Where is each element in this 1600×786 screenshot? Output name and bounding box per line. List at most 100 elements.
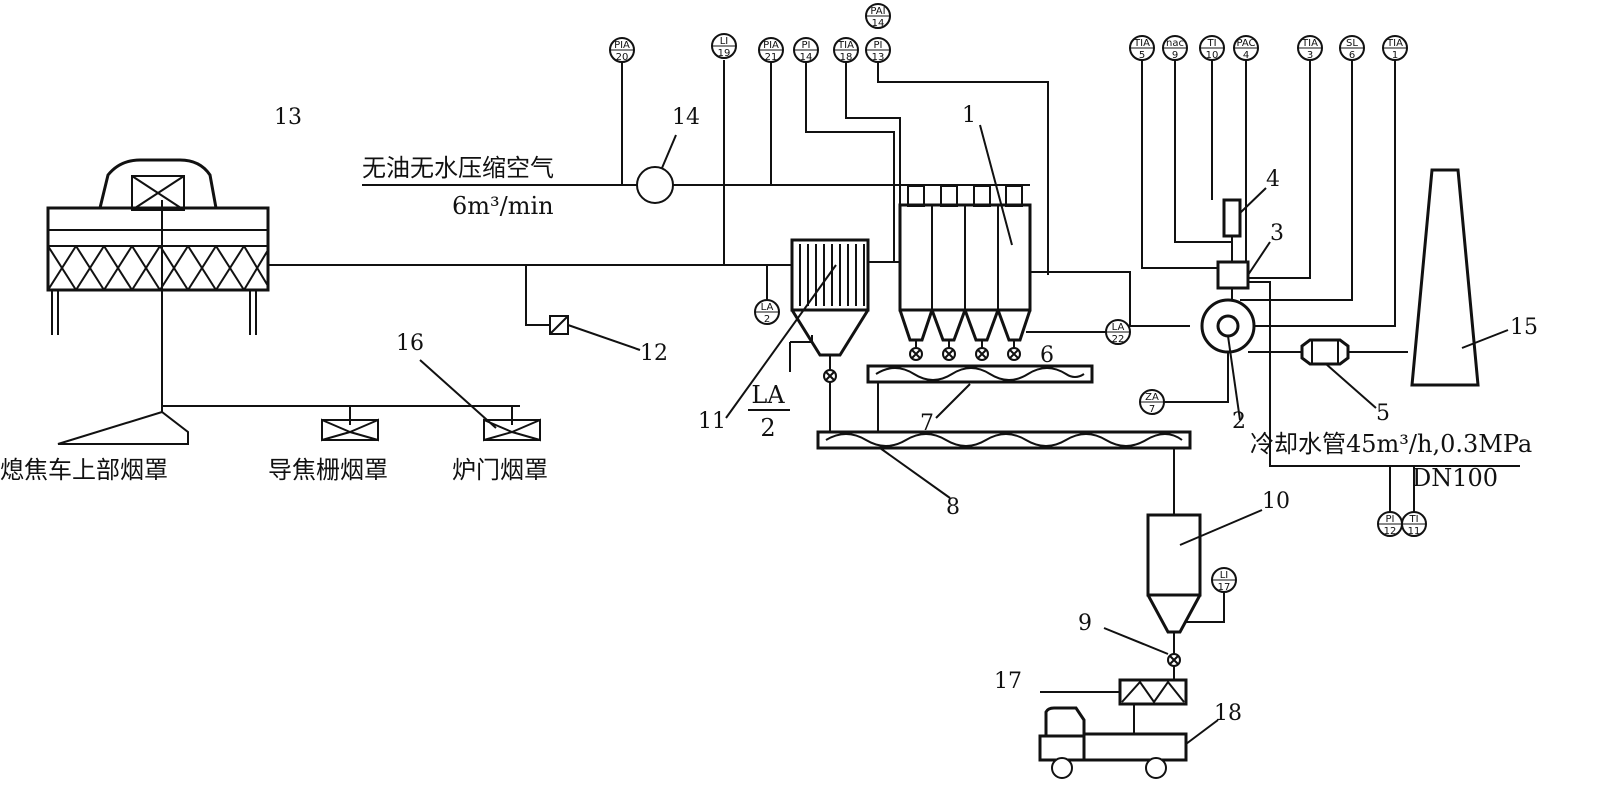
equipment-number-3: 3: [1270, 221, 1284, 246]
dust-silo-10: [1103, 509, 1263, 680]
instrument-tag-letters: TI: [1408, 514, 1418, 525]
equipment-number-6: 6: [1040, 343, 1054, 368]
instrument-tag-number: 5: [1139, 50, 1145, 61]
equipment-number-15: 15: [1510, 315, 1538, 340]
instrument-tag-letters: TIA: [1386, 38, 1403, 49]
induced-draft-fan-2: [1164, 298, 1256, 421]
instrument-tag-letters: PIA: [614, 40, 630, 51]
chimney-15: [1410, 168, 1509, 387]
instrument-tag-letters: LI: [1220, 570, 1229, 581]
instrument-bubbles: PIA20LI19PIA21PI14TIA18PAI14PI13TIA5nac9…: [609, 3, 1427, 593]
hood-car-label: 熄焦车上部烟罩: [0, 456, 168, 484]
silencer-5: [1300, 338, 1377, 409]
instrument-tag-letters: PAC: [1236, 38, 1255, 49]
instrument-tag-letters: PIA: [763, 40, 779, 51]
screw-conveyor-7: [866, 364, 1094, 432]
equipment-number-13: 13: [274, 105, 302, 130]
equipment-number-10: 10: [1262, 489, 1290, 514]
instrument-tag-letters: TIA: [1301, 38, 1318, 49]
instrument-tag-number: 19: [718, 48, 731, 59]
equipment-number-16: 16: [396, 331, 424, 356]
valve-12: [525, 265, 641, 351]
equipment-number-2: 2: [1232, 409, 1246, 434]
instrument-tag-number: 3: [1307, 50, 1313, 61]
instrument-tag-letters: PI: [802, 40, 811, 51]
equipment-number-5: 5: [1376, 401, 1390, 426]
instrument-tag-letters: TI: [1206, 38, 1216, 49]
signal-lines: [621, 60, 1396, 327]
equipment-number-7: 7: [920, 411, 934, 436]
instrument-tag-letters: TIA: [1133, 38, 1150, 49]
instrument-tag-letters: PAI: [870, 6, 885, 17]
cooling-water-pipe: [1248, 281, 1520, 512]
instrument-tag-number: 22: [1112, 334, 1125, 345]
instrument-tag-letters: LI: [720, 36, 729, 47]
instrument-tag-number: 7: [1149, 404, 1155, 415]
cooling-water-label: 冷却水管45m³/h,0.3MPa: [1250, 430, 1532, 458]
screw-conveyor-8: [816, 430, 1192, 515]
damper-actuator-3: [1216, 241, 1271, 300]
pre-separator-11: [725, 238, 870, 432]
equipment-number-4: 4: [1266, 167, 1280, 192]
instrument-tag-number: 14: [800, 52, 813, 63]
main-duct: [268, 261, 1408, 353]
equipment-number-8: 8: [946, 495, 960, 520]
hood-guide-label: 导焦栅烟罩: [268, 456, 388, 484]
instrument-tag-letters: LA: [1112, 322, 1125, 333]
instrument-la2: LA2: [754, 299, 780, 325]
instrument-sl6: SL6: [1339, 35, 1365, 61]
equipment-number-17: 17: [994, 669, 1022, 694]
hood-door-label: 炉门烟罩: [452, 456, 548, 484]
equipment-number-9: 9: [1078, 611, 1092, 636]
rotary-valves-6: [909, 340, 1021, 361]
coke-oven-hood-car: [46, 158, 270, 412]
instrument-tag-number: 2: [764, 314, 770, 325]
instrument-tag-number: 14: [872, 18, 885, 29]
instrument-tag-number: 6: [1349, 50, 1355, 61]
instrument-tag-number: 9: [1172, 50, 1178, 61]
instrument-tag-number: 17: [1218, 582, 1231, 593]
instrument-tag-number: 13: [872, 52, 885, 63]
instrument-tag-letters: PI: [874, 40, 883, 51]
air-supply-label: 无油无水压缩空气: [362, 154, 554, 182]
la-label-text: LA: [751, 381, 785, 409]
instrument-tag-letters: LA: [761, 302, 774, 313]
position-sensor-4: [1222, 187, 1267, 262]
la-2-label: LA 2: [748, 381, 790, 442]
dust-collector-1: [898, 124, 1106, 361]
instrument-tag-number: 11: [1408, 526, 1421, 537]
equipment-number-12: 12: [640, 341, 668, 366]
equipment-number-14: 14: [672, 105, 700, 130]
la-label-num: 2: [760, 414, 775, 442]
instrument-tag-number: 21: [765, 52, 778, 63]
instrument-tag-letters: PI: [1386, 514, 1395, 525]
instrument-tag-number: 12: [1384, 526, 1397, 537]
instrument-tag-number: 10: [1206, 50, 1219, 61]
equipment-number-1: 1: [962, 103, 976, 128]
instrument-tag-letters: ZA: [1145, 392, 1159, 403]
equipment-number-11: 11: [698, 409, 726, 434]
instrument-tag-letters: SL: [1346, 38, 1358, 49]
instrument-tag-letters: nac: [1166, 38, 1184, 49]
truck-18: [1038, 706, 1219, 779]
dn-label: DN100: [1412, 464, 1498, 492]
hood-branch-line: [57, 359, 541, 445]
